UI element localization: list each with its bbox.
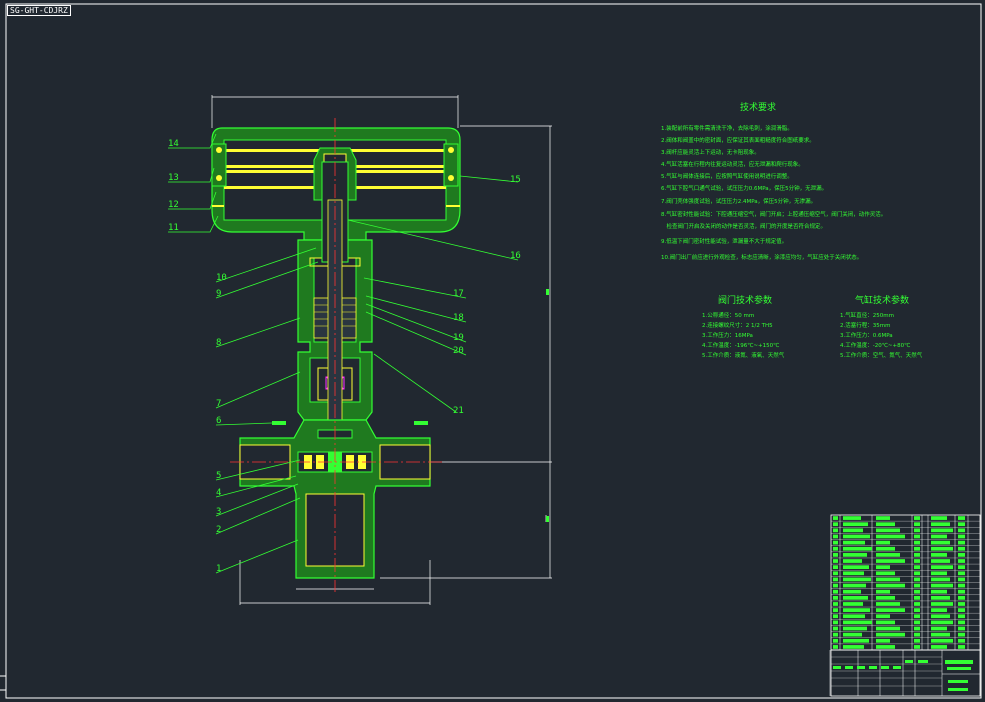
part-label-2: 2 xyxy=(216,525,221,535)
part-label-10: 10 xyxy=(216,273,227,283)
svg-text:3.工作压力：0.6MPa: 3.工作压力：0.6MPa xyxy=(840,331,893,339)
tech-req-item: 10.阀门出厂前应进行外观检查，标志应清晰，涂漆应均匀，气缸应处于关闭状态。 xyxy=(661,253,862,261)
svg-text:5.工作介质：液氮、液氧、天然气: 5.工作介质：液氮、液氧、天然气 xyxy=(702,351,785,359)
leader-lines xyxy=(168,133,519,574)
part-label-3: 3 xyxy=(216,507,221,517)
cylinder-params-heading: 气缸技术参数 xyxy=(855,294,909,306)
svg-text:2.活塞行程：35mm: 2.活塞行程：35mm xyxy=(840,321,890,329)
part-label-19: 19 xyxy=(453,333,464,343)
cylinder-params-block: 气缸技术参数 1.气缸直径：250mm 2.活塞行程：35mm 3.工作压力：0… xyxy=(840,294,923,359)
tech-req-item: 2.阀体和阀盖中的密封面，应保证其表面粗糙度符合图纸要求。 xyxy=(661,136,815,144)
part-label-20: 20 xyxy=(453,346,464,356)
svg-text:5.工作介质：空气、氮气、天然气: 5.工作介质：空气、氮气、天然气 xyxy=(840,351,923,359)
part-label-11: 11 xyxy=(168,223,179,233)
valve-params-block: 阀门技术参数 1.公称通径：50 mm 2.连接螺纹尺寸：2 1/2 TH5 3… xyxy=(702,294,785,359)
tech-req-item: 1.装配前所有零件需清洗干净，去除毛刺，涂润滑脂。 xyxy=(661,124,793,132)
tech-req-item: 4.气缸活塞在行程内往复运动灵活，应无泄漏和爬行现象。 xyxy=(661,160,804,168)
valve-params-heading: 阀门技术参数 xyxy=(718,294,772,306)
tech-req-item: 5.气缸与阀体连接后，应按照气缸使用说明进行调整。 xyxy=(661,172,793,180)
part-label-16: 16 xyxy=(510,251,521,261)
drawing-border xyxy=(5,3,982,699)
svg-text:4.工作温度：-196℃~+150℃: 4.工作温度：-196℃~+150℃ xyxy=(702,341,779,349)
part-label-18: 18 xyxy=(453,313,464,323)
tech-req-item: 7.阀门壳体强度试验，试压压力2.4MPa，保压5分钟，无渗漏。 xyxy=(661,197,816,205)
part-number-labels: 14 13 12 11 10 9 8 7 6 5 4 3 2 1 15 16 1… xyxy=(168,139,521,574)
svg-text:3.工作压力：16MPa: 3.工作压力：16MPa xyxy=(702,331,753,339)
part-label-8: 8 xyxy=(216,338,221,348)
part-label-1: 1 xyxy=(216,564,221,574)
tech-requirements-heading: 技术要求 xyxy=(740,101,776,113)
tech-requirements-block: 技术要求 1.装配前所有零件需清洗干净，去除毛刺，涂润滑脂。 2.阀体和阀盖中的… xyxy=(661,101,886,261)
parts-list-table xyxy=(829,514,981,697)
part-label-13: 13 xyxy=(168,173,179,183)
svg-text:4.工作温度：-20℃~+80℃: 4.工作温度：-20℃~+80℃ xyxy=(840,341,910,349)
tech-req-item: 检查阀门开启及关闭的动作是否灵活，阀门的开度是否符合规定。 xyxy=(661,222,826,230)
part-label-15: 15 xyxy=(510,175,521,185)
tech-req-item: 8.气缸密封性能试验：下腔通压缩空气，阀门开启；上腔通压缩空气，阀门关闭，动作灵… xyxy=(661,210,886,218)
svg-text:1.公称通径：50 mm: 1.公称通径：50 mm xyxy=(702,311,754,319)
part-label-17: 17 xyxy=(453,289,464,299)
part-label-5: 5 xyxy=(216,471,221,481)
svg-text:1.气缸直径：250mm: 1.气缸直径：250mm xyxy=(840,311,894,319)
part-label-14: 14 xyxy=(168,139,179,149)
tech-req-item: 3.阀杆应能灵活上下运动，无卡阻现象。 xyxy=(661,148,760,156)
svg-text:2.连接螺纹尺寸：2 1/2 TH5: 2.连接螺纹尺寸：2 1/2 TH5 xyxy=(702,321,773,329)
part-label-7: 7 xyxy=(216,399,221,409)
part-label-6: 6 xyxy=(216,416,221,426)
tech-req-item: 9.低温下阀门密封性能试验，泄漏量不大于规定值。 xyxy=(661,237,787,245)
part-label-12: 12 xyxy=(168,200,179,210)
part-label-4: 4 xyxy=(216,488,221,498)
drawing-number-tag: SG-GHT-CDJRZ xyxy=(7,5,71,16)
valve-assembly xyxy=(211,95,552,605)
part-label-21: 21 xyxy=(453,406,464,416)
part-label-9: 9 xyxy=(216,289,221,299)
tech-req-item: 6.气缸下腔气口通气试验，试压压力0.6MPa，保压5分钟，无泄漏。 xyxy=(661,184,827,192)
